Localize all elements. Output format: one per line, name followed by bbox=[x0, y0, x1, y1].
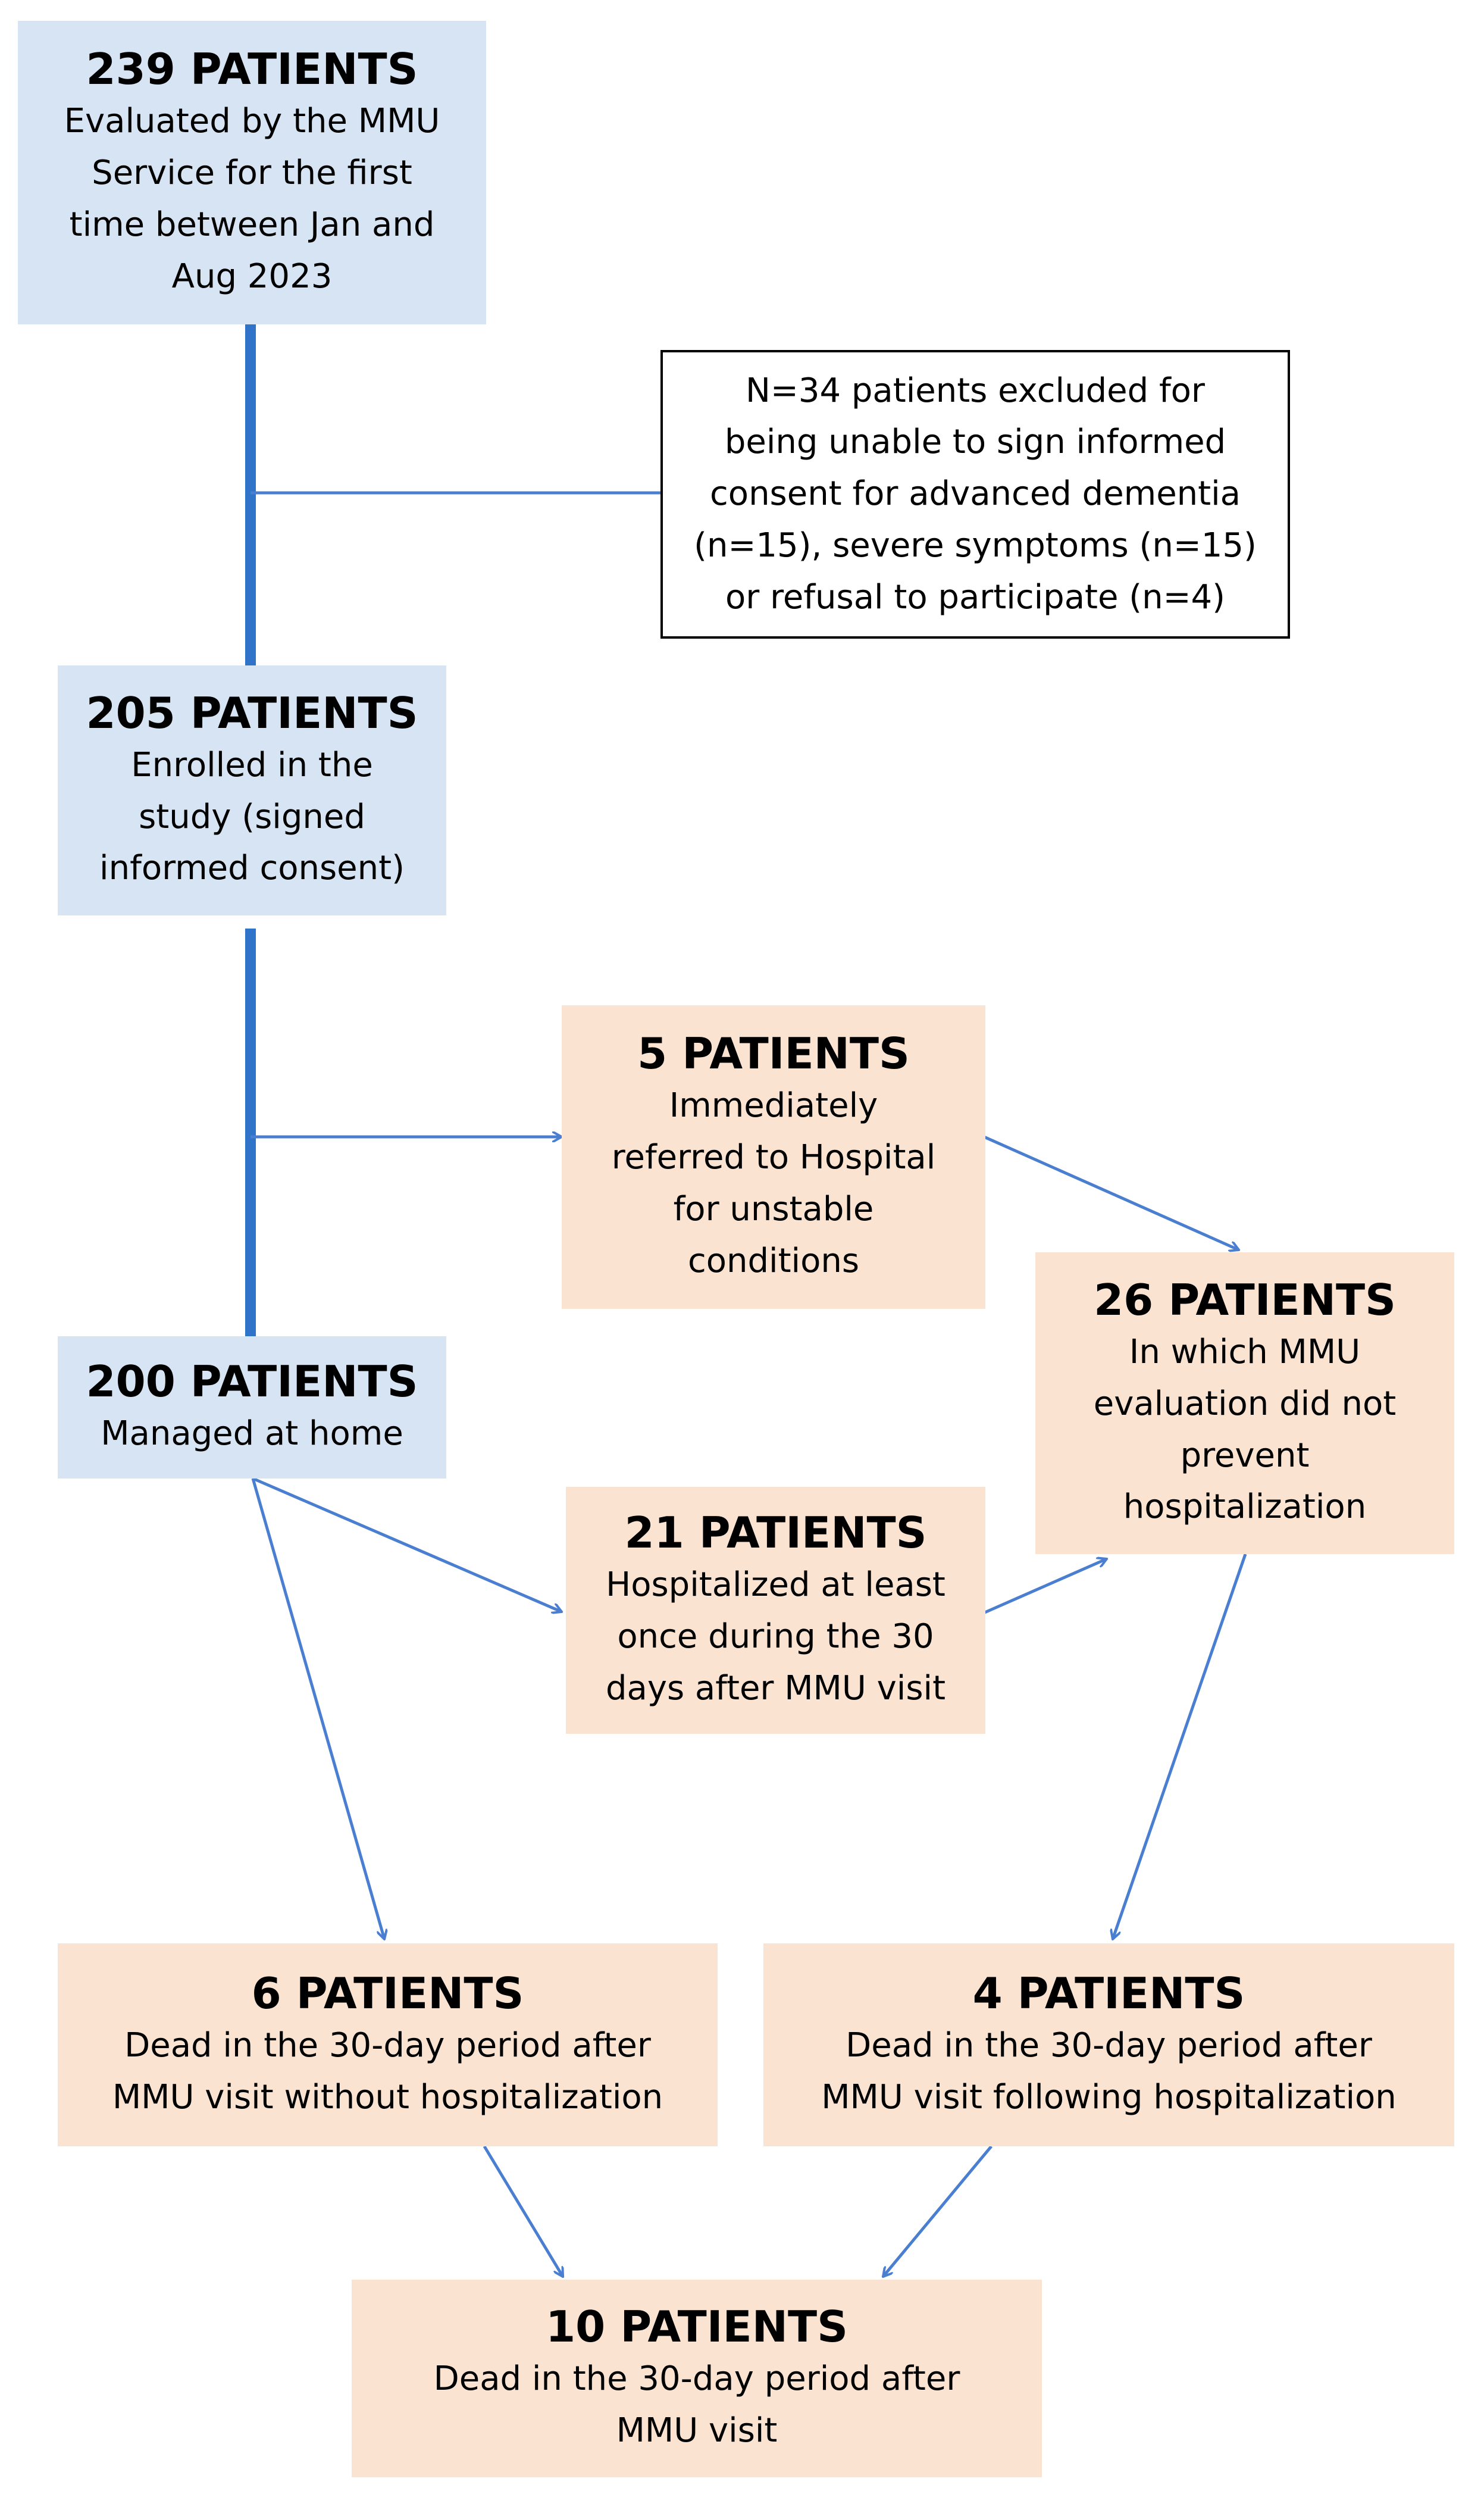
box-205-patients: 205 PATIENTS Enrolled in the study (sign… bbox=[58, 665, 446, 915]
box-4-patients: 4 PATIENTS Dead in the 30-day period aft… bbox=[763, 1943, 1454, 2146]
box-239-text: Evaluated by the MMU Service for the fir… bbox=[64, 102, 440, 296]
box-5-patients: 5 PATIENTS Immediately referred to Hospi… bbox=[562, 1005, 985, 1309]
arrow-26-to-4 bbox=[1113, 1553, 1247, 1939]
box-205-title: 205 PATIENTS bbox=[86, 687, 418, 738]
arrow-6-to-10 bbox=[483, 2145, 565, 2277]
box-200-title: 200 PATIENTS bbox=[86, 1356, 418, 1407]
box-26-title: 26 PATIENTS bbox=[1094, 1274, 1396, 1325]
box-239-title: 239 PATIENTS bbox=[86, 44, 418, 95]
arrow-21-to-26 bbox=[978, 1559, 1107, 1617]
arrow-200-to-21 bbox=[252, 1477, 562, 1612]
box-4-text: Dead in the 30-day period after MMU visi… bbox=[821, 2025, 1397, 2117]
box-21-patients: 21 PATIENTS Hospitalized at least once d… bbox=[566, 1487, 985, 1734]
box-6-title: 6 PATIENTS bbox=[251, 1968, 524, 2018]
arrow-4-to-10 bbox=[883, 2145, 993, 2277]
box-239-patients: 239 PATIENTS Evaluated by the MMU Servic… bbox=[18, 21, 486, 324]
box-5-title: 5 PATIENTS bbox=[637, 1029, 910, 1079]
box-26-text: In which MMU evaluation did not prevent … bbox=[1093, 1332, 1397, 1527]
arrow-5-to-26 bbox=[973, 1131, 1239, 1250]
box-200-text: Managed at home bbox=[101, 1414, 403, 1454]
box-6-patients: 6 PATIENTS Dead in the 30-day period aft… bbox=[58, 1943, 718, 2146]
box-10-title: 10 PATIENTS bbox=[546, 2302, 848, 2352]
box-excluded: N=34 patients excluded for being unable … bbox=[660, 350, 1290, 639]
box-200-patients: 200 PATIENTS Managed at home bbox=[58, 1336, 446, 1479]
box-21-title: 21 PATIENTS bbox=[624, 1508, 927, 1558]
box-21-text: Hospitalized at least once during the 30… bbox=[605, 1565, 946, 1708]
box-6-text: Dead in the 30-day period after MMU visi… bbox=[112, 2025, 663, 2117]
box-26-patients: 26 PATIENTS In which MMU evaluation did … bbox=[1035, 1252, 1454, 1554]
box-10-patients: 10 PATIENTS Dead in the 30-day period af… bbox=[352, 2280, 1042, 2477]
box-5-text: Immediately referred to Hospital for uns… bbox=[611, 1086, 936, 1280]
box-10-text: Dead in the 30-day period after MMU visi… bbox=[433, 2359, 960, 2450]
box-205-text: Enrolled in the study (signed informed c… bbox=[99, 745, 405, 888]
box-4-title: 4 PATIENTS bbox=[972, 1968, 1245, 2018]
arrow-200-to-6 bbox=[251, 1478, 384, 1939]
box-excluded-text: N=34 patients excluded for being unable … bbox=[694, 371, 1257, 617]
